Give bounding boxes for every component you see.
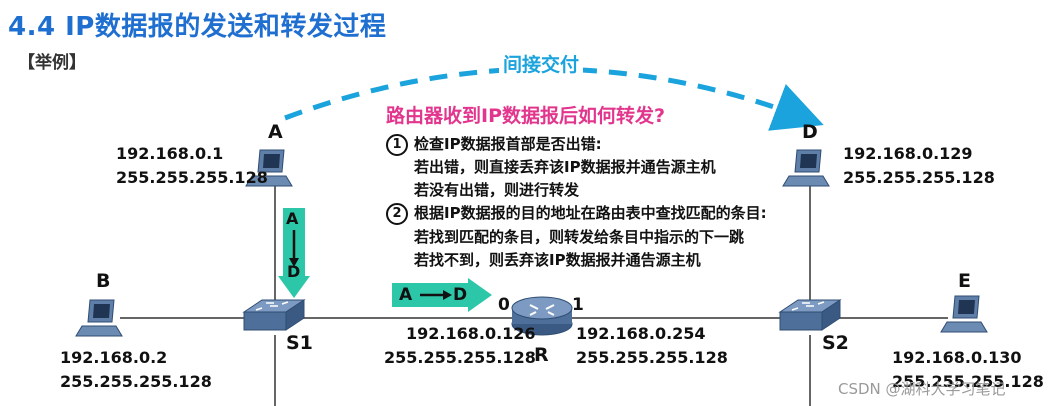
router-if0-mask: 255.255.255.128 <box>384 348 536 367</box>
router-icon <box>511 296 573 336</box>
packet-horizontal-from: A <box>399 285 413 305</box>
step-2-number: 2 <box>386 202 408 225</box>
packet-vertical-from: A <box>286 209 299 228</box>
step-1-case-error: 若出错，则直接丢弃该IP数据报并通告源主机 <box>414 158 716 176</box>
example-label: 【举例】 <box>18 53 86 73</box>
indirect-delivery-label: 间接交付 <box>499 50 584 77</box>
packet-horizontal <box>392 278 492 312</box>
step-1-text: 检查IP数据报首部是否出错: <box>414 135 602 153</box>
forwarding-question: 路由器收到IP数据报后如何转发? <box>386 105 666 127</box>
host-b-address: 192.168.0.2 255.255.255.128 <box>60 346 212 394</box>
packet-horizontal-to: D <box>453 285 468 305</box>
router-if0-num: 0 <box>498 295 510 315</box>
host-e-label: E <box>958 270 971 292</box>
switch-s1-label: S1 <box>286 332 313 354</box>
host-d-address: 192.168.0.129 255.255.255.128 <box>843 142 995 190</box>
step-2-case-nomatch: 若找不到，则丢弃该IP数据报并通告源主机 <box>414 251 701 269</box>
host-a-ip: 192.168.0.1 <box>116 144 224 163</box>
step-2: 2 根据IP数据报的目的地址在路由表中查找匹配的条目: <box>386 202 767 225</box>
host-e-ip: 192.168.0.130 <box>892 348 1022 367</box>
host-e-icon <box>940 295 988 333</box>
host-d-mask: 255.255.255.128 <box>843 168 995 187</box>
host-b-ip: 192.168.0.2 <box>60 348 168 367</box>
host-a-address: 192.168.0.1 255.255.255.128 <box>116 142 268 190</box>
watermark: CSDN @湖科大学习笔记 <box>838 380 1006 398</box>
router-label: R <box>534 344 549 366</box>
host-a-mask: 255.255.255.128 <box>116 168 268 187</box>
router-if1-ip: 192.168.0.254 <box>576 324 706 343</box>
host-d-icon <box>782 149 830 187</box>
step-1: 1 检查IP数据报首部是否出错: <box>386 133 602 156</box>
host-b-label: B <box>96 270 111 292</box>
host-a-icon <box>245 149 293 187</box>
packet-vertical-to: D <box>287 262 301 281</box>
switch-s2-icon <box>778 299 842 331</box>
host-b-icon <box>75 299 123 337</box>
host-e-address: 192.168.0.130 255.255.255.128 <box>892 346 1044 394</box>
host-e-mask: 255.255.255.128 <box>892 372 1044 391</box>
host-a-label: A <box>268 121 283 143</box>
router-if1-mask: 255.255.255.128 <box>576 348 728 367</box>
indirect-delivery-arc <box>284 66 824 131</box>
host-b-mask: 255.255.255.128 <box>60 372 212 391</box>
switch-s2-label: S2 <box>822 332 849 354</box>
router-if1-address: 192.168.0.254 255.255.255.128 <box>576 322 728 370</box>
router-if1-num: 1 <box>572 295 584 315</box>
step-2-text: 根据IP数据报的目的地址在路由表中查找匹配的条目: <box>414 204 767 222</box>
step-1-case-ok: 若没有出错，则进行转发 <box>414 181 580 199</box>
switch-s1-icon <box>242 299 306 331</box>
page-title: 4.4 IP数据报的发送和转发过程 <box>8 12 387 42</box>
router-if0-address: 192.168.0.126 255.255.255.128 <box>384 322 536 370</box>
host-d-ip: 192.168.0.129 <box>843 144 973 163</box>
host-d-label: D <box>802 121 818 143</box>
packet-vertical <box>278 208 310 298</box>
router-if0-ip: 192.168.0.126 <box>406 324 536 343</box>
step-2-case-match: 若找到匹配的条目，则转发给条目中指示的下一跳 <box>414 228 745 246</box>
step-1-number: 1 <box>386 133 408 156</box>
